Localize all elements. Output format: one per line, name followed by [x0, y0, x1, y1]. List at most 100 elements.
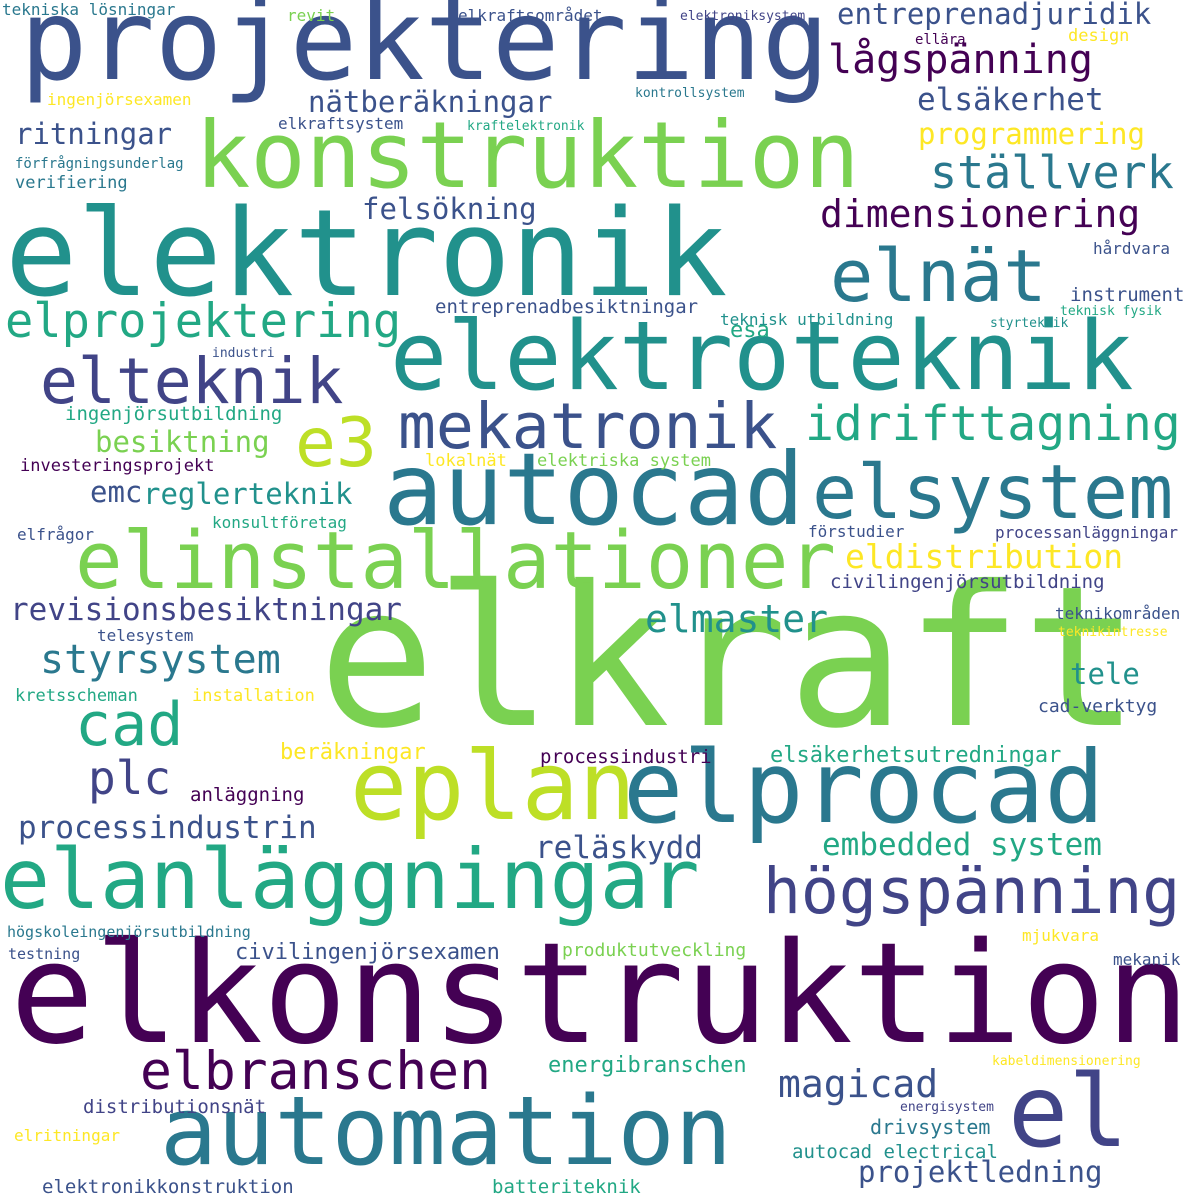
word: elinstallationer: [75, 515, 836, 607]
word: projektledning: [858, 1155, 1103, 1189]
word: telesystem: [97, 626, 194, 645]
word: industri: [212, 346, 275, 361]
word: idrifttagning: [805, 396, 1181, 452]
word: ställverk: [930, 146, 1174, 199]
word: ingenjörsutbildning: [65, 403, 283, 425]
word: elektroteknik: [390, 302, 1134, 412]
word: kontrollsystem: [635, 86, 745, 101]
word: magicad: [778, 1062, 939, 1106]
word: drivsystem: [870, 1115, 991, 1139]
word: entreprenadjuridik: [837, 0, 1152, 31]
word: revisionsbesiktningar: [10, 592, 402, 628]
word: elbranschen: [140, 1041, 491, 1102]
word: konstruktion: [195, 102, 860, 209]
word: elprocad: [623, 729, 1105, 846]
word: ingenjörsexamen: [47, 90, 192, 109]
word: elsäkerhet: [917, 82, 1104, 118]
word: felsökning: [362, 192, 537, 226]
word: tele: [1070, 657, 1140, 691]
word: kraftelektronik: [467, 119, 585, 134]
word: processindustrin: [18, 810, 317, 846]
word: elteknik: [40, 345, 344, 418]
word: el: [1008, 1053, 1129, 1170]
word: reläskydd: [535, 830, 703, 866]
word: esa: [730, 318, 770, 343]
word: lokalnät: [425, 451, 507, 471]
word: kabeldimensionering: [992, 1054, 1141, 1069]
word: elnät: [830, 234, 1047, 318]
word: anläggning: [190, 784, 305, 806]
word: civilingenjörsutbildning: [830, 571, 1105, 593]
word: lågspänning: [828, 37, 1093, 83]
word: konsultföretag: [212, 513, 347, 532]
word: elfrågor: [17, 525, 95, 544]
word: elektriska system: [537, 451, 711, 471]
word: förfrågningsunderlag: [15, 156, 184, 172]
word: elritningar: [14, 1126, 120, 1145]
word: dimensionering: [820, 192, 1141, 236]
word: mekanik: [1113, 950, 1181, 969]
word: styrsystem: [40, 637, 281, 683]
word: automation: [160, 1077, 732, 1187]
word: embedded system: [822, 827, 1102, 863]
word: mekatronik: [398, 390, 778, 463]
word: högspänning: [763, 855, 1181, 928]
word: verifiering: [15, 173, 128, 193]
word: elkraftsystem: [278, 114, 404, 133]
word: mjukvara: [1022, 926, 1100, 945]
word: autocad: [383, 431, 805, 548]
word: ellära: [915, 32, 966, 48]
word: elektroniksystem: [680, 9, 806, 24]
word: elsystem: [812, 448, 1174, 536]
word: projektering: [20, 0, 830, 106]
word: eplan: [350, 732, 636, 842]
word: instrument: [1070, 284, 1185, 306]
word: styrteknik: [990, 316, 1069, 331]
word: e3: [295, 404, 377, 483]
word: testning: [8, 945, 81, 963]
word: cad-verktyg: [1038, 696, 1158, 717]
word: installation: [192, 686, 315, 706]
word: entreprenadbesiktningar: [435, 296, 699, 318]
word: teknikintresse: [1058, 625, 1168, 640]
word: elanläggningar: [0, 831, 700, 928]
word: teknikområden: [1055, 604, 1181, 623]
word: elsäkerhetsutredningar: [770, 743, 1062, 768]
word: autocad electrical: [792, 1141, 998, 1163]
word: elmaster: [645, 597, 829, 641]
word: elkonstruktion: [10, 913, 1191, 1076]
word: eldistribution: [845, 537, 1124, 576]
word: hårdvara: [1093, 239, 1171, 258]
word: elkraft: [318, 544, 1140, 771]
word: kretsscheman: [15, 686, 138, 706]
word: processindustri: [540, 746, 712, 768]
word: besiktning: [95, 425, 270, 459]
word: batteriteknik: [492, 1176, 641, 1198]
word: tekniska lösningar: [2, 0, 176, 19]
word: energisystem: [900, 1100, 994, 1115]
word: emc: [90, 475, 143, 509]
word: distributionsnät: [83, 1096, 267, 1118]
word: revit: [287, 6, 336, 25]
word: plc: [88, 751, 172, 805]
word: produktutveckling: [562, 940, 747, 961]
word: elektronik: [5, 185, 728, 324]
word: elkraftsområdet: [458, 6, 603, 25]
word: energibranschen: [548, 1053, 747, 1078]
word: civilingenjörsexamen: [235, 940, 500, 965]
word: teknisk utbildning: [720, 310, 894, 329]
word: programmering: [918, 117, 1145, 151]
word: högskoleingenjörsutbildning: [7, 923, 251, 941]
word: beräkningar: [280, 740, 426, 765]
word: teknisk fysik: [1060, 304, 1162, 319]
word: reglerteknik: [143, 477, 353, 511]
word: cad: [75, 690, 184, 760]
word: processanläggningar: [995, 523, 1179, 542]
word: investeringsprojekt: [20, 456, 215, 476]
word: elprojektering: [5, 294, 402, 349]
word: förstudier: [808, 522, 905, 541]
word: nätberäkningar: [308, 85, 553, 119]
word: design: [1068, 26, 1130, 46]
word: elektronikkonstruktion: [42, 1176, 294, 1198]
